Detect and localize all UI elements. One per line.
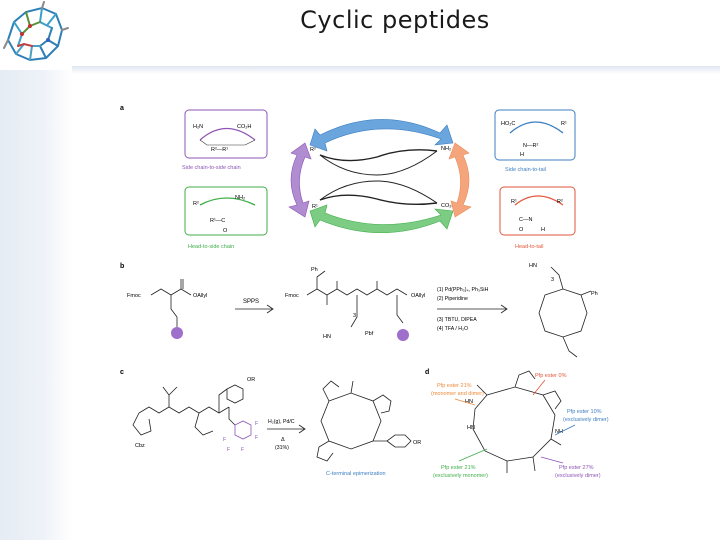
blue-r1: R¹ (561, 121, 567, 127)
pfp-ester-0: Pfp ester 0% (535, 373, 567, 379)
condition-3: (3) TBTU, DIPEA (437, 317, 477, 323)
center-r1: R¹ (312, 204, 318, 210)
linear-tetrapeptide-c (132, 384, 252, 440)
cyclic-product-b (538, 266, 592, 358)
fmoc-1: Fmoc (127, 293, 141, 299)
cyclization-arrow (437, 304, 508, 314)
slide-header-band (72, 66, 720, 74)
resin-bound-amino-acid (150, 279, 192, 327)
pfp-ester-10-arrow (554, 424, 576, 436)
spps-label: SPPS (243, 299, 259, 305)
c-terminal-epimerization-caption: C-terminal epimerization (326, 471, 386, 477)
green-o: O (223, 228, 228, 234)
head-to-tail-box: R¹ R² C—N O H Head-to-tail (499, 186, 576, 250)
pfp-ester-10: Pfp ester 10% (567, 409, 602, 415)
red-cn: C—N (519, 217, 532, 223)
pfp-ester-21-b-sub: (exclusively monomer) (433, 473, 488, 479)
green-double-arrow (309, 204, 454, 234)
blue-h: H (520, 152, 524, 158)
red-o: O (519, 227, 524, 233)
cyclic-tetrapeptide-c (316, 380, 412, 462)
linear-peptide-center: R² R¹ NH₂ CO₂H (310, 146, 455, 210)
purple-h2n: H₂N (193, 124, 203, 130)
hn-label-d2: HN (467, 425, 475, 431)
red-r2: R² (557, 199, 563, 205)
heat-symbol: Δ (281, 437, 285, 443)
green-r1c: R¹—C (210, 218, 225, 224)
oallyl-1: OAllyl (193, 293, 207, 299)
pfp-ester-21-b: Pfp ester 21% (441, 465, 476, 471)
head-to-tail-caption: Head-to-tail (515, 244, 543, 250)
panel-b-label: b (120, 263, 124, 270)
pfp-ester-27-sub: (exclusively dimer) (555, 473, 601, 479)
blue-ho2c: HO₂C (501, 121, 515, 127)
or-label-1: OR (247, 377, 255, 383)
cyclic-peptide-figure: a H₂N CO₂H R²—R¹ Side chain-to-side chai… (120, 105, 609, 479)
pfp-ester-21-b-arrow (458, 448, 488, 462)
side-chain-to-tail-caption: Side chain-to-tail (505, 167, 546, 173)
center-co2h: CO₂H (441, 203, 455, 209)
green-nh2: NH₂ (235, 195, 245, 201)
three-label-2: 3 (551, 277, 554, 283)
condition-1: (1) Pd(PPh₃)₄, Ph₃SiH (437, 287, 489, 293)
f-label-1: F (223, 437, 226, 443)
center-nh2: NH₂ (441, 146, 451, 152)
cbz-label: Cbz (135, 443, 145, 449)
yield-label: (31%) (275, 445, 289, 451)
f-label-2: F (255, 421, 258, 427)
spps-arrow (235, 304, 274, 314)
panel-a-label: a (120, 105, 124, 112)
hydrogenation-arrow (267, 424, 306, 434)
pfp-ester-21-a-sub: (monomer and dimer) (431, 391, 484, 397)
resin-bead-1 (171, 327, 183, 339)
hn-label-d: HN (465, 399, 473, 405)
fmoc-2: Fmoc (285, 293, 299, 299)
molecule-model-logo (3, 1, 69, 62)
f-label-4: F (241, 447, 244, 453)
three-label-1: 3 (353, 313, 356, 319)
or-label-2: OR (413, 440, 421, 446)
red-h: H (541, 227, 545, 233)
side-chain-to-side-chain-box: H₂N CO₂H R²—R¹ Side chain-to-side chain (182, 109, 268, 171)
center-r2: R² (310, 147, 316, 153)
panel-d-label: d (425, 369, 429, 376)
purple-double-arrow (288, 142, 312, 218)
hn-label-b2: HN (529, 263, 537, 269)
cyclic-peptide-d (472, 370, 562, 473)
blue-double-arrow (309, 119, 454, 152)
linear-protected-peptide (306, 270, 408, 328)
slide-sidebar-band (0, 70, 72, 540)
pfp-ester-0-arrow (532, 379, 546, 396)
ph-1: Ph (311, 267, 318, 273)
pfp-ester-10-sub: (exclusively dimer) (563, 417, 609, 423)
pfp-ester-27: Pfp ester 27% (559, 465, 594, 471)
nh-label-d: NH (555, 429, 563, 435)
condition-4: (4) TFA / H₂O (437, 326, 468, 332)
ph-2: Ph (591, 291, 598, 297)
oallyl-2: OAllyl (411, 293, 425, 299)
hydrogenation-reagent: H₂(g), Pd/C (268, 419, 295, 425)
pfp-ester-27-arrow (540, 456, 564, 464)
resin-bead-2 (397, 329, 409, 341)
orange-double-arrow (448, 142, 472, 218)
purple-co2h: CO₂H (237, 124, 251, 130)
head-to-side-chain-box: R² NH₂ R¹—C O Head-to-side chain (184, 186, 268, 250)
blue-nr2: N—R² (523, 143, 538, 149)
pfp-ester-21-a: Pfp ester 21% (437, 383, 472, 389)
panel-c-label: c (120, 369, 124, 376)
pbf-label: Pbf (365, 331, 374, 337)
red-r1: R¹ (511, 199, 517, 205)
side-chain-to-side-chain-caption: Side chain-to-side chain (182, 165, 241, 171)
pfp-ester-21-a-arrow (454, 398, 476, 406)
slide-title: Cyclic peptides (300, 6, 490, 34)
f-label-3: F (255, 435, 258, 441)
head-to-side-chain-caption: Head-to-side chain (188, 244, 234, 250)
green-r2: R² (193, 201, 199, 207)
purple-r: R²—R¹ (211, 147, 228, 153)
condition-2: (2) Piperidine (437, 296, 468, 302)
f-label-5: F (227, 447, 230, 453)
side-chain-to-tail-box: HO₂C R¹ N—R² H Side chain-to-tail (494, 109, 576, 173)
hn-label-b: HN (323, 334, 331, 340)
